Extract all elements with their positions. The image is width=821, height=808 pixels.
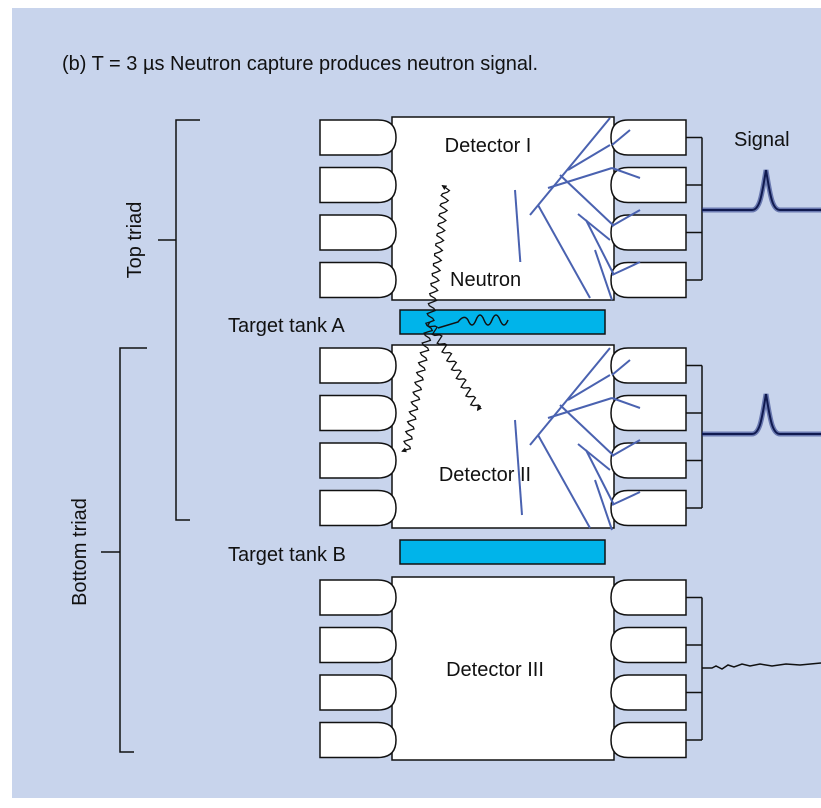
target-tank-a [399,309,606,335]
track-d1-12 [611,261,641,276]
pmt-left-d3-3 [319,674,397,711]
neutron-label: Neutron [450,269,521,291]
detector-3-label: Detector III [446,659,544,681]
track-d2-1 [514,419,523,516]
bus-bracket-d1 [686,136,703,281]
photon-paths [401,185,483,453]
track-d1-8 [585,219,615,276]
caption: (b) T = 3 µs Neutron capture produces ne… [62,53,538,75]
detector-3-body [391,576,615,761]
bottom-triad-bracket [101,347,147,753]
pmt-right-d1-1 [610,119,687,156]
neutron-capture-path [437,314,509,329]
track-d1-11 [611,209,641,227]
pmt-right-d1-3 [610,214,687,251]
target-tank-a-label: Target tank A [228,315,345,337]
bottom-triad-label: Bottom triad [69,498,91,606]
pmt-left-d2-2 [319,394,397,432]
pmt-right-d2-3 [610,442,687,479]
photomultiplier-tubes [319,119,687,759]
pmt-left-d2-3 [319,442,397,479]
detector-2-label: Detector II [439,464,531,486]
target-tank-b [399,539,606,565]
track-d2-10 [611,397,641,409]
track-d2-13 [611,359,631,376]
signal-trace-detector-1-core [702,169,821,211]
pmt-left-d1-1 [319,119,397,156]
pmt-left-d1-4 [319,261,397,299]
top-triad-label: Top triad [124,202,146,279]
pmt-right-d1-2 [610,166,687,204]
detector-2-body [391,344,615,529]
track-d2-7 [577,443,611,471]
pmt-left-d2-1 [319,347,397,384]
pmt-right-d1-4 [610,261,687,299]
track-d1-13 [611,129,631,146]
pmt-left-d1-3 [319,214,397,251]
track-d2-5 [559,404,615,457]
track-d2-4 [547,397,613,419]
pmt-left-d1-2 [319,166,397,204]
photon-path-up [426,185,451,323]
pmt-right-d3-1 [610,579,687,616]
track-d2-8 [585,449,615,506]
track-d1-9 [594,249,613,301]
signal-trace-detector-3 [702,662,821,670]
track-d2-9 [594,479,613,531]
track-d1-5 [559,174,615,227]
track-d2-12 [611,491,641,506]
pmt-left-d3-4 [319,721,397,759]
track-d2-11 [611,439,641,457]
track-d1-10 [611,167,641,179]
track-d1-2 [529,117,611,216]
track-d1-3 [537,204,591,299]
track-d2-3 [537,434,591,529]
particle-tracks [514,117,641,531]
signal-trace-detector-2-core [702,393,821,435]
top-triad-bracket [158,119,200,521]
track-d2-2 [529,347,611,446]
target-tank-b-label: Target tank B [228,544,346,566]
pmt-left-d3-2 [319,626,397,664]
track-d2-6 [567,374,611,401]
pmt-right-d2-4 [610,489,687,527]
track-d1-6 [567,144,611,171]
pmt-left-d2-4 [319,489,397,527]
pmt-right-d3-4 [610,721,687,759]
track-d1-7 [577,213,611,241]
photon-path-down-left [401,321,434,453]
pmt-left-d3-1 [319,579,397,616]
neutron-label-box [446,262,540,294]
signal-label: Signal [734,129,790,151]
pmt-right-d2-1 [610,347,687,384]
pmt-right-d3-2 [610,626,687,664]
track-d1-4 [547,167,613,189]
bus-bracket-d2 [686,364,703,509]
pmt-right-d3-3 [610,674,687,711]
photon-path-down-right [426,321,483,412]
detector-1-label: Detector I [445,135,532,157]
bus-bracket-d3 [686,596,703,741]
signal-bus-brackets [686,136,703,741]
